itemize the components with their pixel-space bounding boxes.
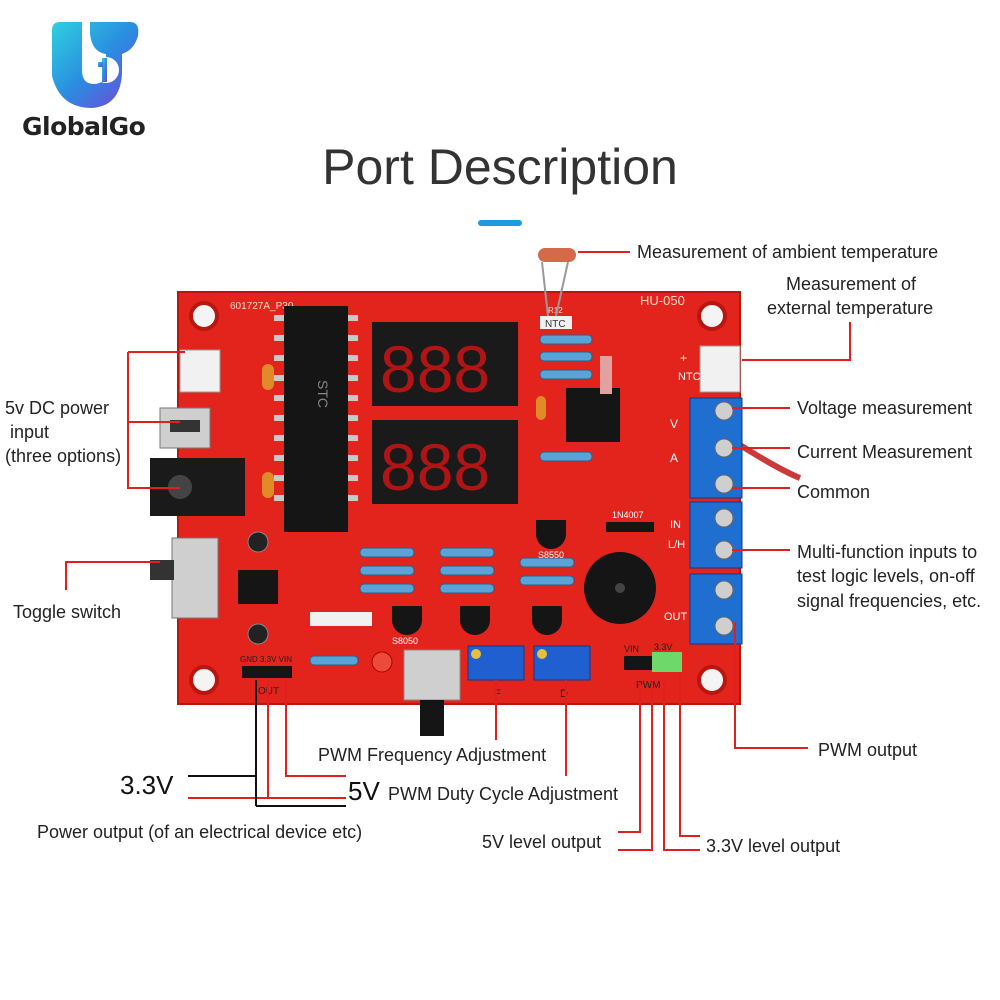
ambient-temp-sensor	[538, 248, 576, 262]
brand-name: GlobalGo	[22, 112, 146, 141]
header-p3	[242, 666, 292, 678]
led	[371, 651, 393, 673]
label-common: Common	[797, 482, 871, 502]
push-button	[403, 649, 461, 701]
label-multi-function-1: Multi-function inputs to	[797, 542, 978, 562]
label-ambient-temperature: Measurement of ambient temperature	[637, 242, 939, 262]
label-3-3v: 3.3V	[120, 770, 174, 800]
mount-hole-bottom-left	[189, 665, 219, 695]
label-3-3v-level-output: 3.3V level output	[706, 836, 841, 856]
svg-text:GND 3.3V VIN: GND 3.3V VIN	[240, 655, 292, 664]
label-5v: 5V	[348, 776, 380, 806]
transistor-q3	[536, 520, 566, 549]
capacitor-c3	[247, 531, 269, 553]
svg-text:OUT: OUT	[664, 611, 688, 623]
label-current: Current Measurement	[797, 442, 973, 462]
mount-hole-top-right	[697, 301, 727, 331]
svg-text:S8550: S8550	[538, 550, 564, 560]
label-multi-function-2: test logic levels, on-off	[797, 566, 975, 586]
transistor-q4	[532, 606, 562, 635]
svg-text:PWM: PWM	[636, 680, 660, 691]
svg-text:A: A	[670, 451, 678, 465]
svg-text:1N4007: 1N4007	[612, 510, 644, 520]
toggle-switch-body	[171, 537, 219, 619]
voltage-regulator	[238, 570, 278, 604]
display-top-digits: 888	[380, 332, 490, 406]
mount-hole-top-left	[189, 301, 219, 331]
svg-text:3.3V: 3.3V	[654, 642, 673, 652]
svg-text:R12: R12	[548, 306, 563, 315]
label-pwm-duty: PWM Duty Cycle Adjustment	[388, 784, 619, 804]
title-underline	[478, 220, 522, 226]
label-power-input-2: input	[10, 422, 50, 442]
svg-text:S8050: S8050	[392, 636, 418, 646]
mcu-label: STC	[315, 380, 331, 408]
svg-text:L/H: L/H	[668, 539, 685, 551]
capacitor-c2	[247, 623, 269, 645]
globalgo-logo-icon	[52, 22, 139, 108]
jumper-cap	[652, 652, 682, 672]
label-toggle-switch: Toggle switch	[13, 602, 122, 622]
header-p1	[310, 612, 372, 626]
board-model: HU-050	[640, 293, 685, 308]
connector-ntc	[699, 345, 741, 393]
transistor-q2	[392, 606, 422, 635]
ntc-box	[540, 316, 572, 329]
svg-text:NTC: NTC	[678, 371, 701, 383]
transistor-q1	[460, 606, 490, 635]
svg-text:D: D	[560, 688, 568, 700]
label-5v-level-output: 5V level output	[482, 832, 602, 852]
connector-cn1	[179, 349, 221, 393]
svg-text:IN: IN	[670, 519, 681, 531]
svg-text:+: +	[680, 351, 687, 365]
svg-text:NTC: NTC	[545, 319, 566, 330]
svg-text:V: V	[670, 417, 678, 431]
label-pwm-frequency: PWM Frequency Adjustment	[318, 745, 547, 765]
display-top	[372, 322, 518, 406]
silkscreen-top: 601727A_P30	[230, 301, 294, 312]
svg-text:F: F	[494, 688, 501, 700]
label-multi-function-3: signal frequencies, etc.	[797, 591, 982, 611]
label-power-input-1: 5v DC power	[5, 398, 110, 418]
label-external-temperature-1: Measurement of	[786, 274, 917, 294]
display-bottom	[372, 420, 518, 504]
label-external-temperature-2: external temperature	[767, 298, 934, 318]
terminal-block-in	[689, 501, 743, 569]
label-voltage: Voltage measurement	[797, 398, 973, 418]
op-amp-chip	[566, 388, 620, 442]
diode	[606, 522, 654, 532]
page-title: Port Description	[322, 139, 678, 195]
mount-hole-bottom-right	[697, 665, 727, 695]
mcu-chip	[284, 306, 348, 532]
display-bottom-digits: 888	[380, 430, 490, 504]
label-power-output: Power output (of an electrical device et…	[37, 822, 363, 842]
svg-text:VIN: VIN	[624, 644, 639, 654]
label-pwm-output: PWM output	[818, 740, 918, 760]
label-power-input-3: (three options)	[5, 446, 122, 466]
